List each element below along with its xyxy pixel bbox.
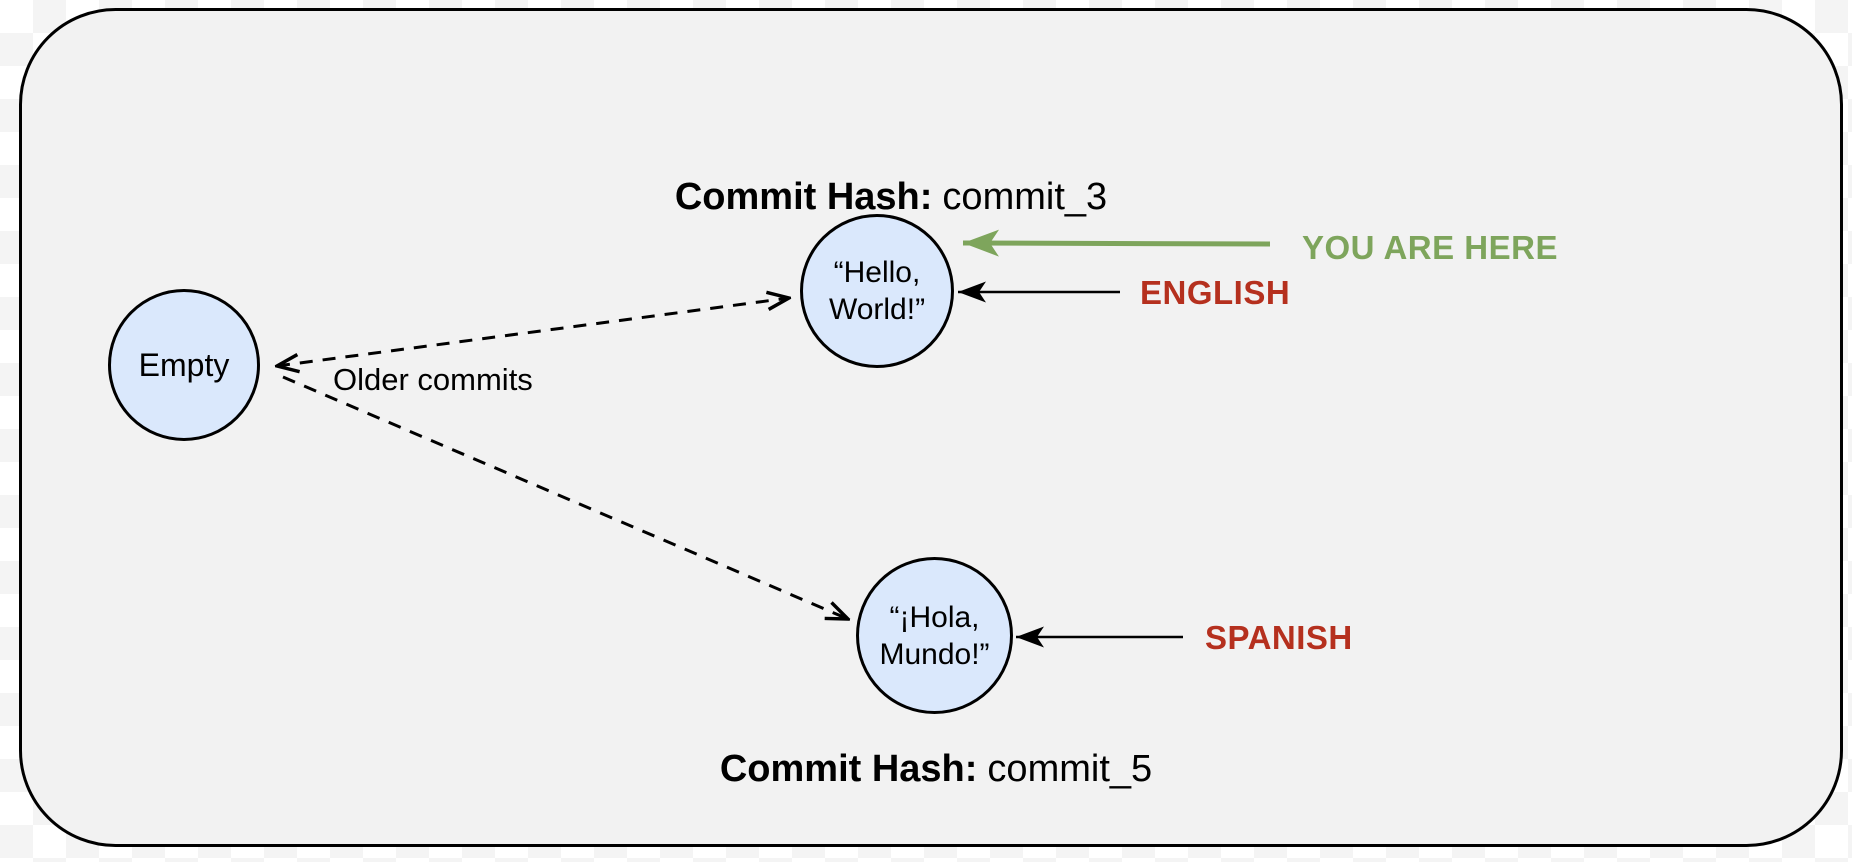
empty-node-label: Empty (138, 346, 230, 383)
commit-hash-caption-3-title: Commit Hash: (674, 176, 933, 218)
commit-node-hello-world: “Hello, World!” (800, 214, 954, 368)
commit-node-empty: Empty (108, 289, 260, 441)
commit-node-hola-mundo: “¡Hola, Mundo!” (856, 557, 1013, 714)
hola-node-line1: “¡Hola, (889, 600, 980, 634)
dashed-edge-lower (282, 375, 848, 619)
commit-hash-caption-3: Commit Hash:commit_3 (675, 176, 1107, 219)
dashed-edge-upper (277, 298, 789, 366)
spanish-branch-label: SPANISH (1205, 619, 1353, 656)
commit-hash-caption-5-value: commit_5 (987, 748, 1153, 790)
hello-node-line2: World!” (828, 293, 926, 326)
you-are-here-label: YOU ARE HERE (1302, 229, 1558, 266)
diagram-container (19, 8, 1843, 847)
older-commits-edge-label: Older commits (333, 362, 533, 397)
commit-hash-caption-5-title: Commit Hash: (719, 748, 978, 790)
commit-hash-caption-3-value: commit_3 (942, 176, 1108, 218)
you-are-here-arrow (962, 229, 1271, 257)
hola-node-line2: Mundo!” (879, 637, 990, 671)
hello-node-line1: “Hello, (833, 256, 921, 289)
commit-hash-caption-5: Commit Hash:commit_5 (720, 748, 1152, 791)
english-branch-label: ENGLISH (1140, 274, 1291, 311)
